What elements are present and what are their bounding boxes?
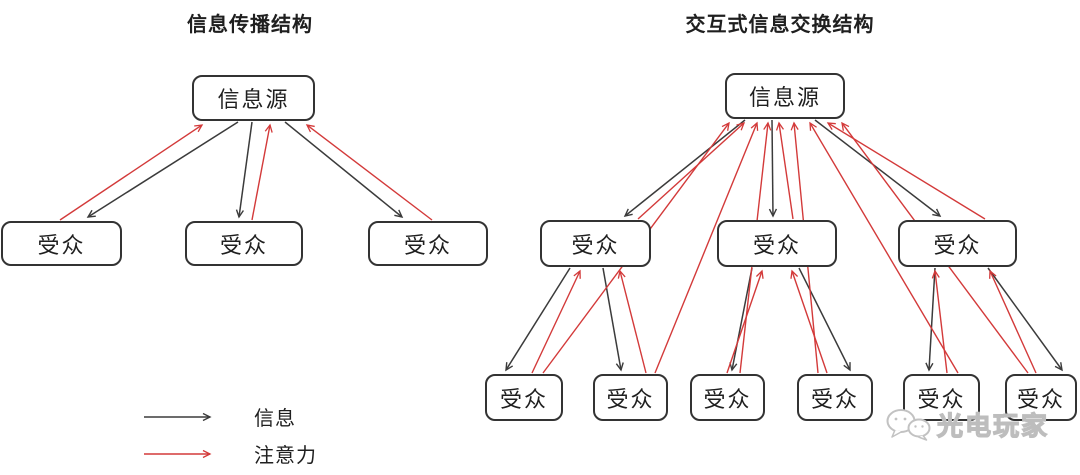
- left-diagram-title: 信息传播结构: [187, 14, 313, 36]
- edge-right-m2-b3-info: [729, 267, 753, 372]
- edge-right-b3-m2-attention: [726, 269, 764, 374]
- edge-left-src-a1-info: [86, 121, 239, 218]
- edge-right-b3-src-attention: [739, 121, 772, 374]
- legend-label-attention: 注意力: [254, 445, 317, 467]
- edge-right-m3-b6-info: [987, 267, 1063, 372]
- edge-left-a1-src-attention: [59, 124, 204, 221]
- edge-right-b6-m3-attention: [989, 269, 1037, 374]
- right-diagram-title: 交互式信息交换结构: [685, 14, 875, 36]
- edge-right-b5-src-attention: [809, 121, 959, 374]
- edge-right-m1-b2-info: [602, 267, 624, 372]
- info-arrow-icon: [144, 412, 212, 421]
- edge-right-src-m3-info: [814, 119, 942, 217]
- legend-label-info: 信息: [254, 408, 296, 430]
- edge-right-b2-src-attention: [654, 121, 759, 374]
- edge-right-m2-src-attention: [775, 121, 794, 220]
- watermark-text: 光电玩家: [936, 410, 1050, 441]
- edge-right-b4-src-attention: [790, 121, 819, 374]
- edge-right-b4-m2-attention: [790, 269, 828, 374]
- edge-left-a2-src-attention: [251, 123, 273, 221]
- edge-left-src-a2-info: [235, 121, 253, 219]
- edge-right-src-m1-info: [623, 119, 746, 217]
- edge-right-b1-m1-attention: [531, 269, 581, 374]
- edge-left-a3-src-attention: [305, 124, 433, 221]
- edge-right-b2-m1-attention: [617, 269, 647, 374]
- legend-row-attention: 注意力: [142, 435, 317, 472]
- legend: 信息 注意力: [142, 398, 317, 472]
- edge-right-m2-b4-info: [798, 267, 851, 372]
- edge-right-m1-b1-info: [505, 267, 571, 372]
- legend-row-info: 信息: [142, 398, 317, 435]
- edge-right-m3-b5-info: [925, 267, 936, 372]
- watermark: 光电玩家: [886, 406, 1049, 443]
- edge-right-b5-m3-attention: [931, 269, 948, 374]
- edge-left-src-a3-info: [284, 121, 404, 218]
- attention-arrow-icon: [144, 449, 212, 458]
- edge-right-m3-src-attention: [826, 122, 986, 220]
- edge-right-m1-src-attention: [637, 122, 746, 220]
- edge-right-src-m2-info: [768, 119, 778, 218]
- wechat-icon: [886, 408, 931, 441]
